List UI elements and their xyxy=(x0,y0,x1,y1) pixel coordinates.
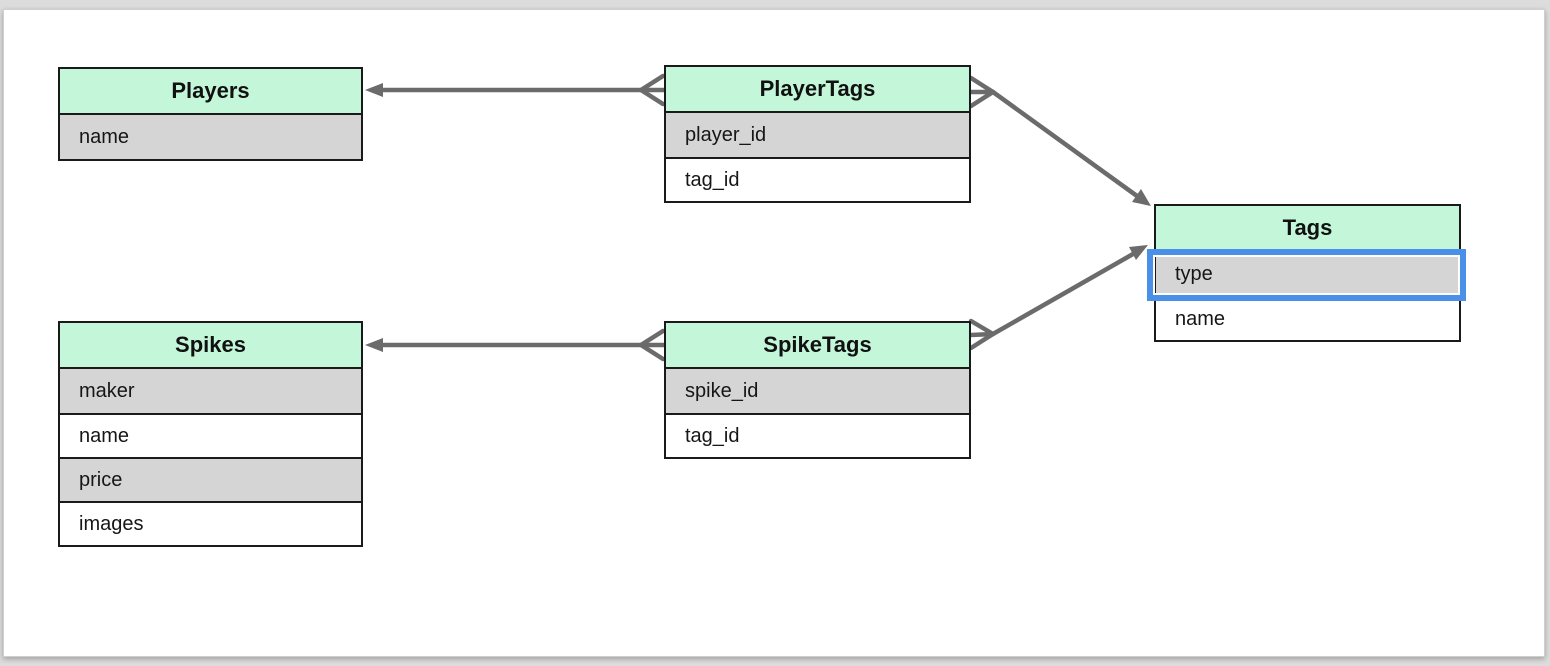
crow-foot-spiketags-right xyxy=(968,318,996,337)
crow-foot-playertags-right xyxy=(968,75,996,95)
arrowhead-to-spikes xyxy=(365,338,383,352)
table-spikes[interactable]: Spikes maker name price images xyxy=(58,321,363,547)
relation-spiketags-tags[interactable] xyxy=(968,245,1148,351)
table-tags[interactable]: Tags type name xyxy=(1147,204,1466,342)
table-header-players[interactable]: Players xyxy=(60,69,361,115)
crow-foot-spiketags-left xyxy=(638,328,666,348)
row-spiketags-spike-id[interactable]: spike_id xyxy=(666,369,969,413)
row-tags-name[interactable]: name xyxy=(1156,296,1459,340)
arrowhead-to-tags-upper xyxy=(1132,189,1151,206)
relation-playertags-players[interactable] xyxy=(365,73,667,107)
relation-spiketags-spikes[interactable] xyxy=(365,328,667,362)
table-header-tags[interactable]: Tags xyxy=(1156,206,1459,252)
arrowhead-to-tags-lower xyxy=(1129,245,1148,260)
crow-foot-playertags-left xyxy=(638,73,666,93)
row-playertags-tag-id[interactable]: tag_id xyxy=(666,157,969,201)
row-players-name[interactable]: name xyxy=(60,115,361,159)
table-header-spikes[interactable]: Spikes xyxy=(60,323,361,369)
row-spiketags-tag-id[interactable]: tag_id xyxy=(666,413,969,457)
row-tags-type-label: type xyxy=(1175,263,1213,285)
row-spikes-name[interactable]: name xyxy=(60,413,361,457)
row-spikes-images[interactable]: images xyxy=(60,501,361,545)
table-spiketags[interactable]: SpikeTags spike_id tag_id xyxy=(664,321,971,459)
relation-playertags-tags[interactable] xyxy=(968,75,1151,206)
row-spikes-maker[interactable]: maker xyxy=(60,369,361,413)
row-spikes-price[interactable]: price xyxy=(60,457,361,501)
arrowhead-to-players xyxy=(365,83,383,97)
table-header-playertags[interactable]: PlayerTags xyxy=(666,67,969,113)
table-playertags[interactable]: PlayerTags player_id tag_id xyxy=(664,65,971,203)
table-players[interactable]: Players name xyxy=(58,67,363,161)
row-playertags-player-id[interactable]: player_id xyxy=(666,113,969,157)
relationship-layer xyxy=(365,73,1151,362)
diagram-canvas[interactable]: Players name PlayerTags player_id tag_id… xyxy=(3,9,1545,657)
table-header-spiketags[interactable]: SpikeTags xyxy=(666,323,969,369)
row-tags-type[interactable]: type xyxy=(1147,249,1466,301)
